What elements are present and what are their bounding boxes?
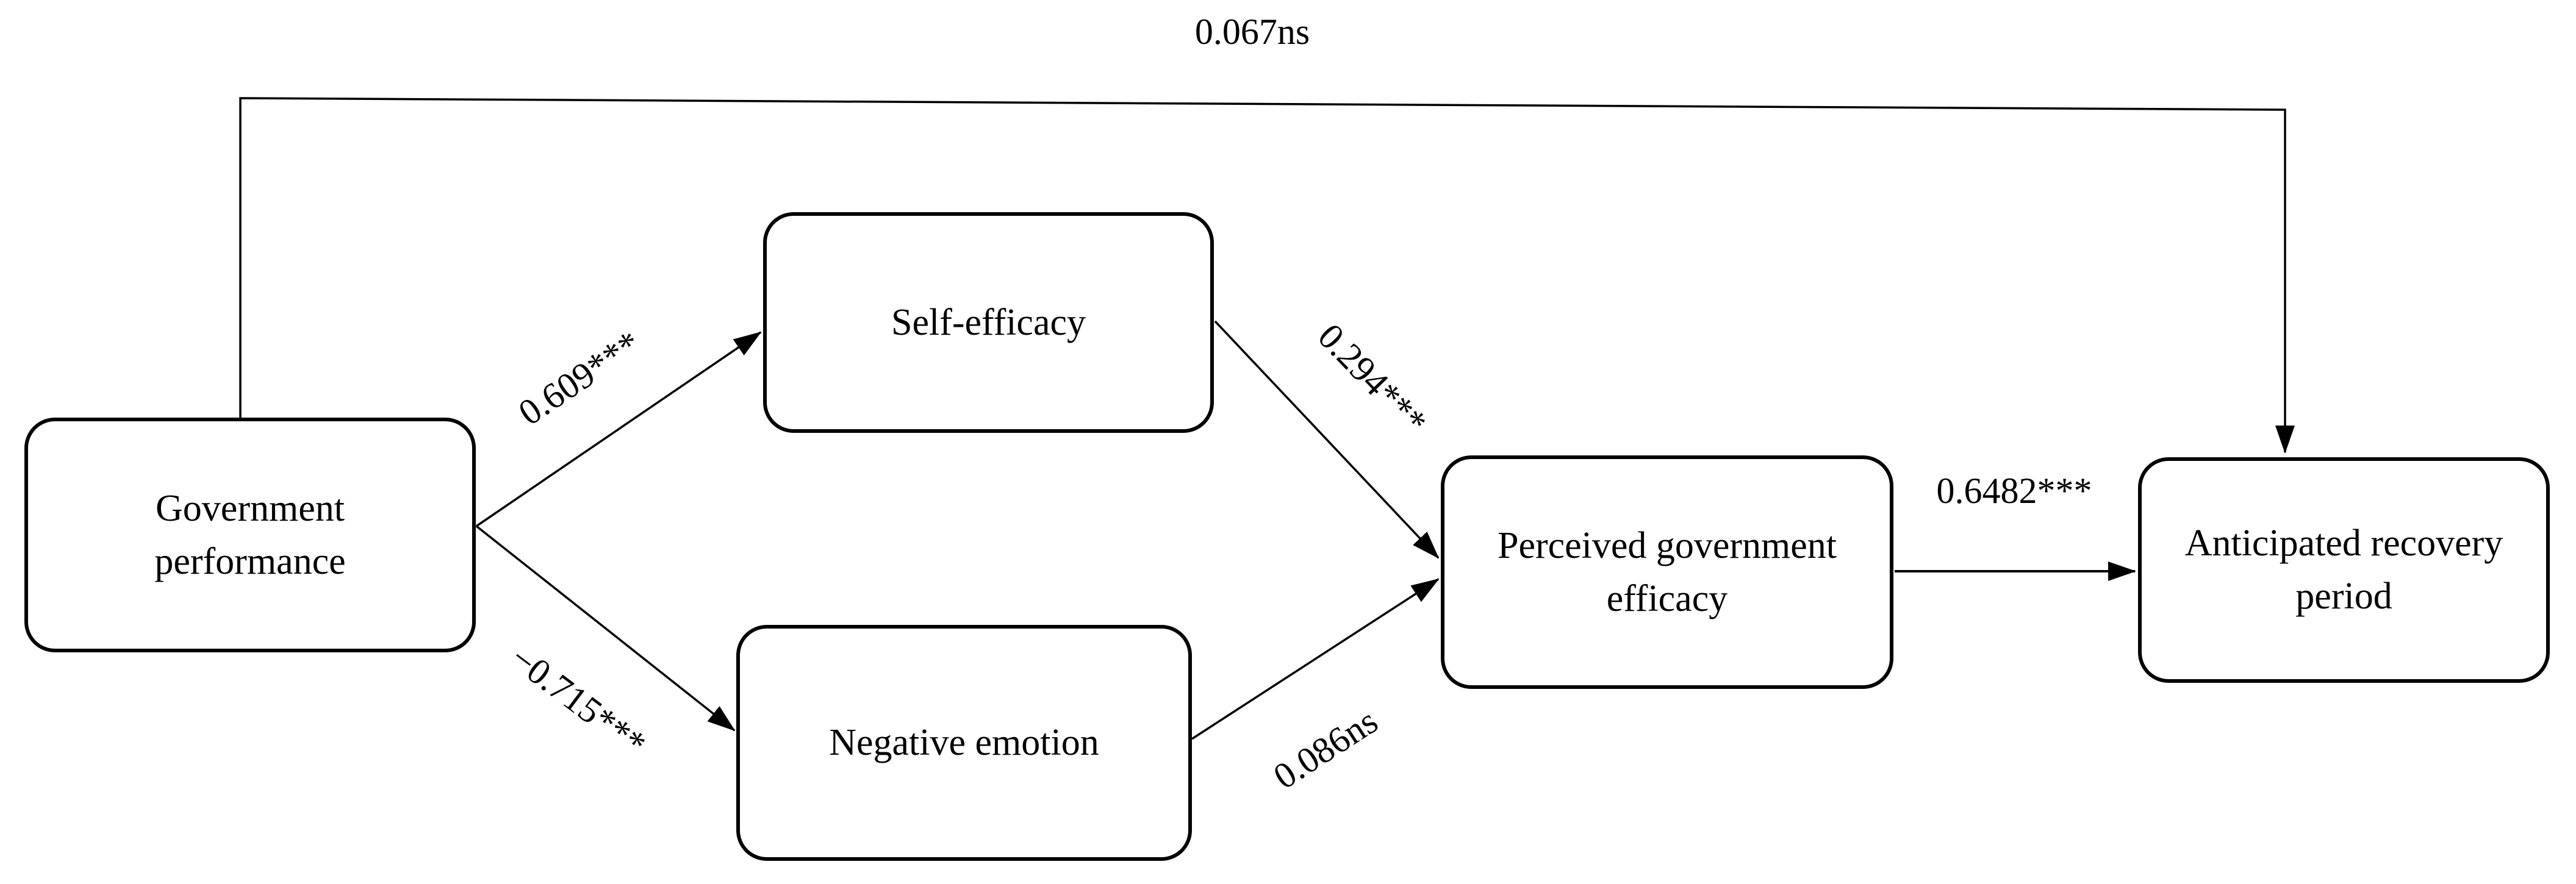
node-anticipated-recovery-period-label: Anticipated recovery period: [2184, 522, 2503, 617]
node-anticipated-recovery-period: Anticipated recovery period: [2138, 457, 2550, 683]
arrow-negative-emotion-to-perceived: [1191, 578, 1440, 740]
node-perceived-government-efficacy-label: Perceived government efficacy: [1497, 524, 1837, 619]
node-negative-emotion-label: Negative emotion: [829, 722, 1099, 764]
edge-label-government-to-anticipated: 0.067ns: [1194, 12, 1310, 52]
node-self-efficacy-label: Self-efficacy: [891, 301, 1086, 343]
arrow-self-efficacy-to-perceived: [1214, 320, 1440, 559]
node-self-efficacy: Self-efficacy: [763, 212, 1214, 433]
node-negative-emotion: Negative emotion: [736, 625, 1192, 861]
arrow-government-to-self-efficacy: [476, 331, 762, 527]
node-perceived-government-efficacy: Perceived government efficacy: [1441, 455, 1893, 689]
edge-label-perceived-to-anticipated: 0.6482***: [1936, 471, 2092, 511]
node-government-performance-label: Government performance: [154, 487, 346, 582]
arrow-government-to-negative-emotion: [475, 525, 736, 732]
arrow-government-to-anticipated: [239, 97, 2295, 454]
node-government-performance: Government performance: [24, 418, 476, 652]
